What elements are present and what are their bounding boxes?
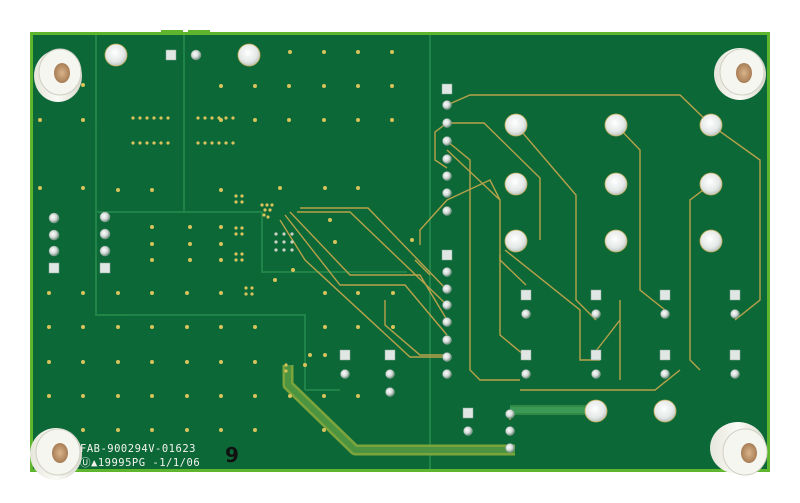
handwritten-marker: 9 [225, 443, 239, 467]
standoff-top-right [714, 48, 766, 100]
large-pads [104, 43, 723, 423]
standoff-top-left [34, 48, 82, 102]
vias [38, 50, 414, 432]
fab-number-label: FAB-900294V-01623 [80, 443, 196, 455]
through-hole-pads [48, 49, 741, 453]
board [30, 30, 770, 472]
ul-marking-label: Ⓤ▲19995PG -1/1/06 [80, 457, 201, 469]
signal-traces [279, 94, 761, 420]
standoff-bottom-left [30, 428, 82, 480]
power-traces [282, 365, 595, 456]
standoff-bottom-right [710, 422, 768, 476]
via-clusters [131, 116, 294, 373]
